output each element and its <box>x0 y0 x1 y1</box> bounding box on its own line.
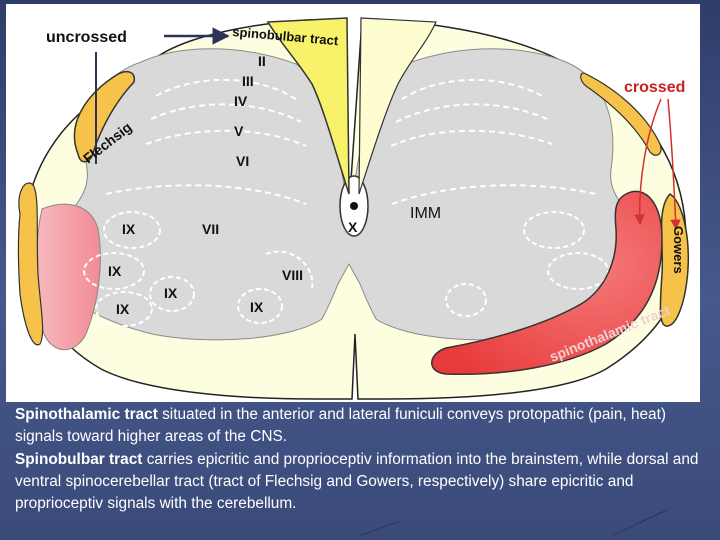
lamina-IX-5: IX <box>250 299 264 315</box>
label-gowers: Gowers <box>671 226 686 274</box>
central-canal-lumen <box>350 202 358 210</box>
label-imm: IMM <box>410 205 441 222</box>
lamina-IX-3: IX <box>116 301 130 317</box>
lamina-IV: IV <box>234 93 248 109</box>
lamina-II: II <box>258 53 266 69</box>
lamina-IX-4: IX <box>164 285 178 301</box>
lamina-III: III <box>242 73 254 89</box>
lamina-V: V <box>234 123 244 139</box>
lamina-X: X <box>348 219 358 235</box>
lamina-VII: VII <box>202 221 219 237</box>
caption-spinothalamic-term: Spinothalamic tract <box>15 406 158 423</box>
label-uncrossed: uncrossed <box>46 29 127 46</box>
lamina-IX-2: IX <box>108 263 122 279</box>
spinal-cord-cross-section: uncrossed spinobulbar tract crossed Flec… <box>6 4 700 402</box>
lamina-VI: VI <box>236 153 249 169</box>
label-crossed: crossed <box>624 79 685 96</box>
caption: Spinothalamic tract situated in the ante… <box>15 404 705 515</box>
lamina-VIII: VIII <box>282 267 303 283</box>
diagram-panel: uncrossed spinobulbar tract crossed Flec… <box>6 4 700 402</box>
caption-spinobulbar-term: Spinobulbar tract <box>15 451 142 468</box>
lamina-IX-1: IX <box>122 221 136 237</box>
